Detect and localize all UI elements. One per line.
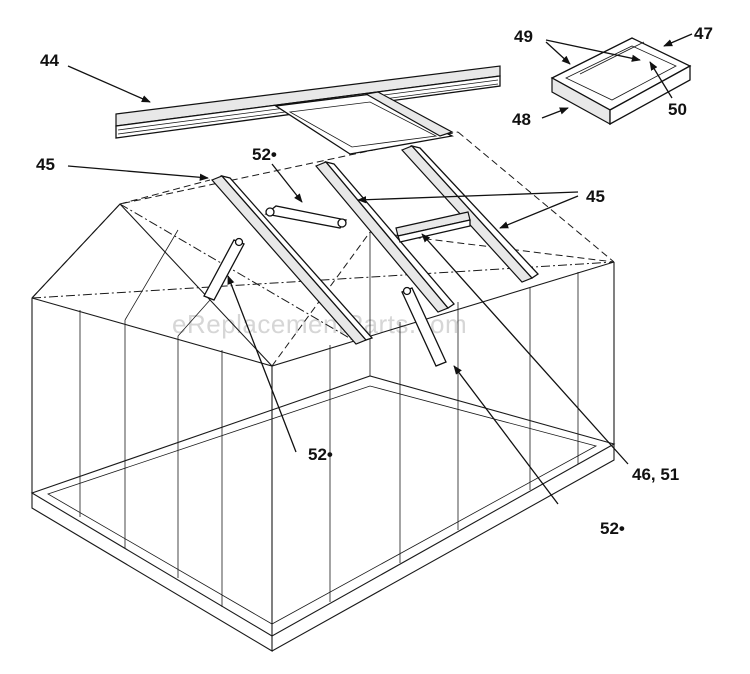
callout-52-mid: 52• [308, 445, 333, 464]
callout-47: 47 [694, 24, 713, 43]
callout-50: 50 [668, 100, 687, 119]
roof-vent-frame-part [274, 91, 454, 155]
callout-45-right: 45 [586, 187, 605, 206]
rafter-right-part [400, 144, 539, 283]
callout-44: 44 [40, 51, 59, 70]
brace-top-part [264, 205, 348, 229]
callout-49: 49 [514, 27, 533, 46]
leader-lines [67, 33, 693, 505]
callout-46-51: 46, 51 [632, 465, 679, 484]
vent-assembly-part [550, 37, 692, 126]
greenhouse-frame [30, 131, 616, 652]
callout-52-top: 52• [252, 145, 277, 164]
rafter-left-part [210, 174, 374, 345]
callout-45-left: 45 [36, 155, 55, 174]
callout-52-bottom: 52• [600, 519, 625, 538]
callout-48: 48 [512, 110, 531, 129]
purlin-part [395, 211, 471, 243]
brace-right-part [401, 286, 447, 367]
brace-left-part [203, 237, 245, 301]
